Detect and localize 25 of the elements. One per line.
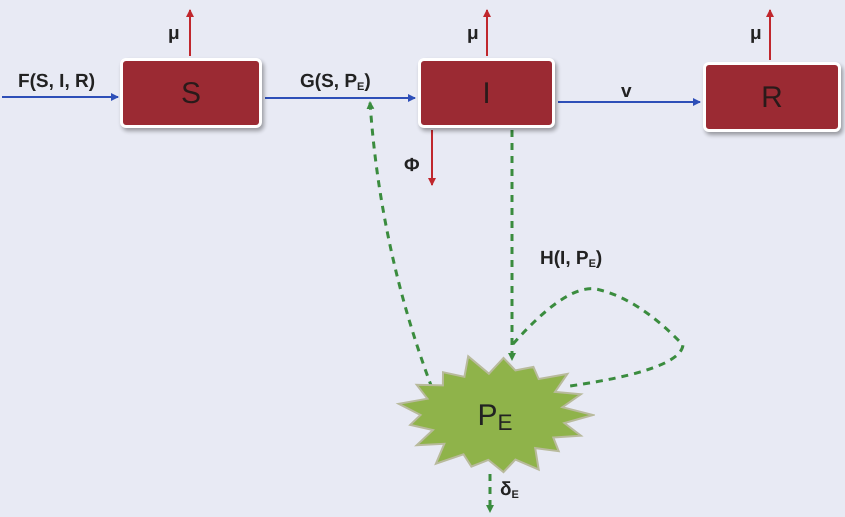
- edge-label: H(I, P$_{E}$): [540, 247, 602, 272]
- arrow: [428, 130, 436, 186]
- dashed-arrow: [486, 474, 494, 513]
- edge-label: μ: [168, 22, 180, 46]
- arrow: [558, 98, 701, 106]
- arrow: [766, 9, 774, 60]
- edge-label: μ: [750, 22, 762, 46]
- node-label: S: [180, 76, 201, 112]
- arrow: [265, 94, 416, 102]
- arrow: [2, 93, 119, 101]
- node-label: R: [761, 80, 783, 116]
- node-label: P$_{E}$: [477, 398, 513, 438]
- edge-label: Φ: [404, 154, 420, 178]
- edge-label: δ$_{E}$: [500, 478, 519, 503]
- arrow: [186, 9, 194, 56]
- edge-label: G(S, P$_{E}$): [300, 70, 371, 95]
- edge-label: μ: [467, 22, 479, 46]
- arrow: [483, 9, 491, 56]
- dashed-arrow: [508, 130, 516, 361]
- compartment-box: [703, 62, 841, 132]
- node-label: I: [482, 76, 491, 112]
- edge-label: v: [621, 80, 632, 104]
- edge-label: F(S, I, R): [18, 70, 96, 94]
- compartment-box: [120, 58, 262, 128]
- compartment-box: [418, 58, 555, 128]
